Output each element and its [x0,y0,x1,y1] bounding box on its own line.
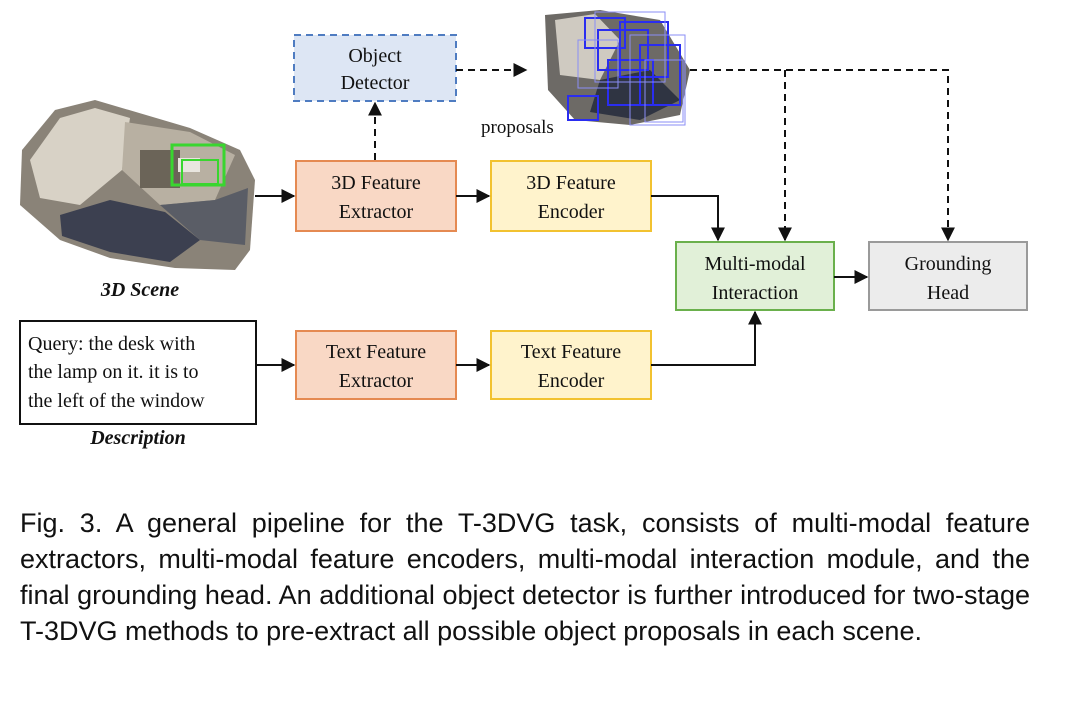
description-label: Description [89,427,186,449]
text-feature-encoder-label: Encoder [538,370,605,392]
query-line: the lamp on it. it is to [28,361,199,383]
text-feature-extractor-box: Text Feature Extractor [295,330,457,400]
feature-encoder-3d-box: 3D Feature Encoder [490,160,652,232]
object-detector-label: Object [348,45,402,67]
encoder-3d-to-interaction-arrow [651,195,725,242]
text-encoder-to-interaction-arrow [651,310,762,366]
feature-encoder-3d-label: 3D Feature [526,172,616,194]
feature-encoder-3d-label: Encoder [538,201,605,223]
pipeline-diagram: 3D Scene proposals Query: the desk with … [19,10,1028,449]
feature-extractor-3d-box: 3D Feature Extractor [295,160,457,232]
figure-caption: Fig. 3. A general pipeline for the T-3DV… [20,508,1030,646]
grounding-head-label: Grounding [905,253,992,275]
query-line: the left of the window [28,390,205,412]
text-feature-extractor-label: Text Feature [326,341,426,363]
scene-label: 3D Scene [100,279,179,301]
proposals-to-head-arrow [690,69,955,242]
grounding-head-label: Head [927,282,969,304]
query-line: Query: the desk with [28,333,195,355]
text-feature-encoder-label: Text Feature [521,341,621,363]
text-feature-encoder-box: Text Feature Encoder [490,330,652,400]
scene-image [20,100,255,270]
text-feature-extractor-label: Extractor [339,370,414,392]
object-detector-label: Detector [341,72,410,94]
feature-extractor-3d-label: 3D Feature [331,172,421,194]
feature-extractor-3d-label: Extractor [339,201,414,223]
proposals-label: proposals [481,117,554,138]
interaction-label: Multi-modal [704,253,806,275]
interaction-label: Interaction [712,282,799,304]
interaction-box: Multi-modal Interaction [675,241,835,311]
proposals-image [545,10,690,126]
object-detector-box: Object Detector [293,34,457,102]
query-box: Query: the desk with the lamp on it. it … [19,320,257,425]
grounding-head-box: Grounding Head [868,241,1028,311]
